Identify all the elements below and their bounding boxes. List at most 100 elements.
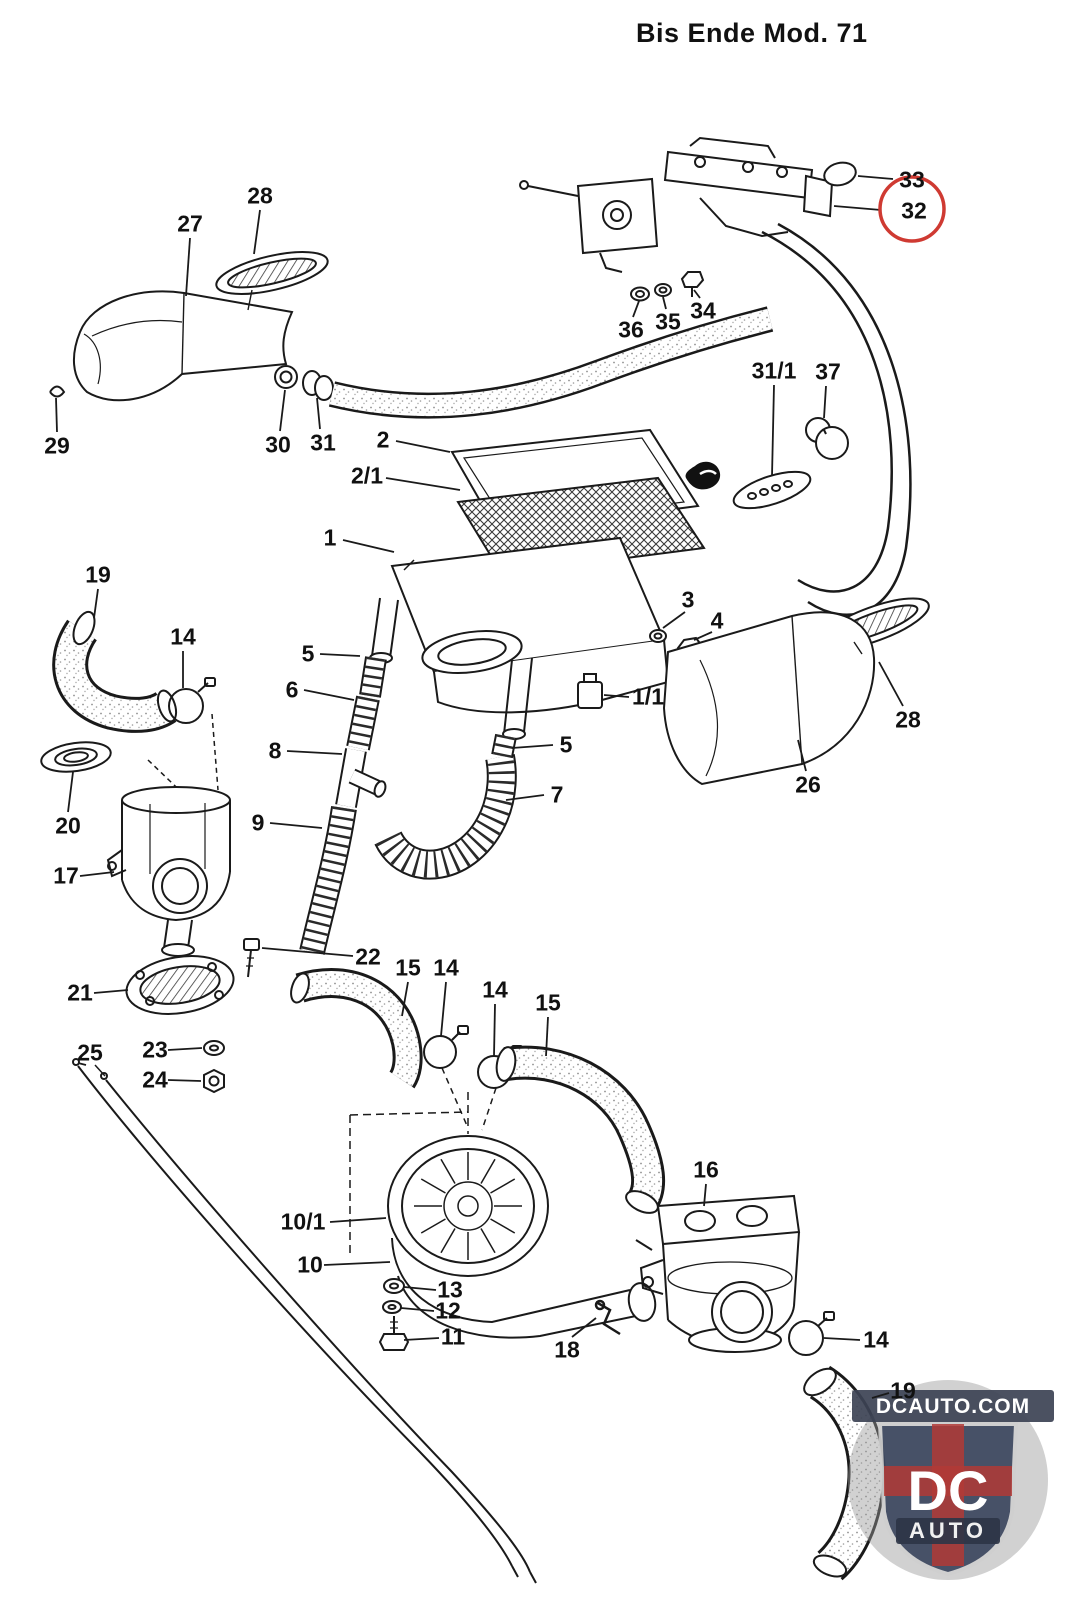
highlight-circle [878,175,946,243]
part-label-37: 37 [815,358,841,385]
part-label-17: 17 [53,862,79,889]
part-label-25: 25 [77,1039,103,1066]
screw-22 [243,938,260,978]
part-label-12: 12 [435,1297,461,1324]
ink-mark [685,461,721,490]
leader-line [833,205,882,211]
right-carburetor-assembly [594,1194,886,1581]
leader-line [511,744,554,749]
part-label-14: 14 [863,1326,889,1353]
clamp-14-mid-left [423,1025,469,1069]
leader-line [67,771,74,813]
leader-line [545,1016,549,1057]
throttle-linkage-assembly [519,136,857,302]
part-label-15: 15 [535,989,561,1016]
bolt-34 [680,271,705,297]
leader-line [253,209,261,255]
right-air-duct [662,597,930,786]
washer-35 [654,283,672,297]
part-label-5: 5 [301,640,315,667]
leader-line [79,871,115,877]
leader-line [167,1079,202,1082]
washer-36 [630,286,650,302]
dcauto-watermark: DCAUTO.COM DC AUTO [848,1380,1054,1580]
leader-line [329,1217,387,1223]
leader-line [77,1062,87,1066]
leader-line [286,750,343,755]
part-label-27: 27 [177,210,203,237]
leader-line [493,1003,496,1057]
part-label-10: 10 [297,1251,323,1278]
hose-chain [299,656,517,955]
leader-line [303,689,355,701]
part-label-28: 28 [247,182,273,209]
part-label-5: 5 [559,731,573,758]
part-label-3: 3 [681,586,695,613]
part-label-33: 33 [899,166,925,193]
part-label-30: 30 [265,431,291,458]
lower-hose-19 [803,1365,886,1581]
part-label-16: 16 [693,1156,719,1183]
washer-12 [382,1300,402,1314]
clip-18 [594,1299,621,1336]
part-label-1-1: 1/1 [632,683,664,710]
part-label-7: 7 [550,781,564,808]
carburetor-17 [106,786,231,957]
leader-line [823,385,827,419]
main-air-hose [328,306,774,419]
leader-line [571,1317,597,1338]
part-label-2: 2 [376,426,390,453]
nut-24 [203,1068,225,1094]
part-label-22: 22 [355,943,381,970]
cap-33 [823,161,857,187]
part-label-11: 11 [440,1323,466,1350]
part-label-20: 20 [55,812,81,839]
leader-line [395,440,451,453]
clip-1-1 [577,673,603,709]
leader-line [167,1047,203,1051]
watermark-initials-text: DC [908,1459,989,1522]
washer-23 [203,1040,225,1056]
leader-line [93,588,99,619]
choke-cables [72,1058,537,1584]
part-label-19: 19 [85,561,111,588]
leader-line [693,631,713,641]
part-label-36: 36 [618,316,644,343]
knob-37 [805,417,849,460]
part-label-4: 4 [710,607,724,634]
part-label-32: 32 [901,197,927,224]
part-label-8: 8 [268,737,282,764]
leader-line [279,389,286,432]
leader-line [823,1337,861,1341]
part-label-14: 14 [482,976,508,1003]
washer-13 [383,1278,405,1294]
part-label-13: 13 [437,1276,463,1303]
leader-line [797,739,807,772]
leader-line [403,1286,437,1291]
part-label-9: 9 [251,809,265,836]
left-carburetor-assembly [40,610,260,1094]
bottom-hoses [290,968,666,1255]
part-label-28: 28 [895,706,921,733]
leader-line [662,611,686,629]
leader-line [662,296,667,310]
watermark-site-text: DCAUTO.COM [876,1395,1030,1418]
page-title: Bis Ende Mod. 71 [636,18,868,48]
watermark-cross-horizontal [884,1466,1012,1496]
leader-line [185,237,191,297]
part-label-35: 35 [655,308,681,335]
leader-line [632,300,640,318]
part-label-31-1: 31/1 [751,357,797,384]
part-label-15: 15 [395,954,421,981]
washer-3 [649,629,667,643]
leader-line [319,653,361,657]
part-label-29: 29 [44,432,70,459]
leader-line [703,1183,707,1207]
air-cleaner-assembly [369,428,709,740]
leader-line [385,477,461,491]
part-label-19: 19 [890,1377,916,1404]
